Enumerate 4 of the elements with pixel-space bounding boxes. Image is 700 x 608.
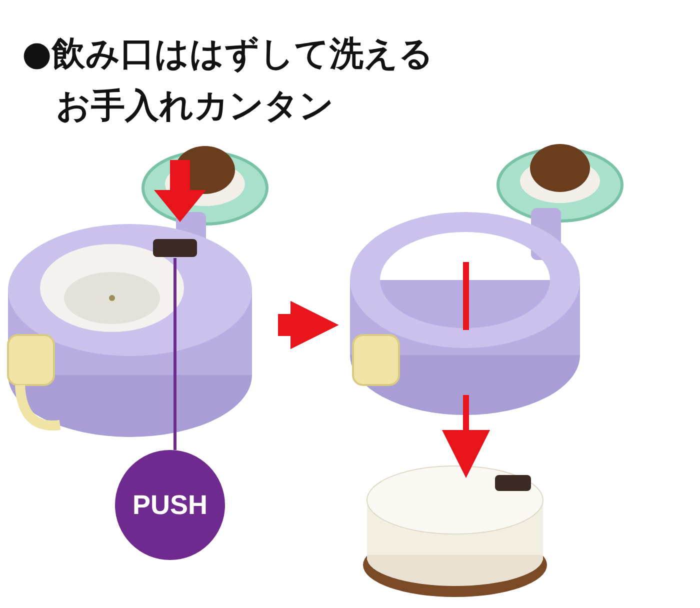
heading: ●飲み口ははずして洗えるお手入れカンタン [22,33,435,128]
arrow [278,300,339,350]
push-button-drawing [152,238,198,258]
callout-text: PUSH [132,490,208,520]
